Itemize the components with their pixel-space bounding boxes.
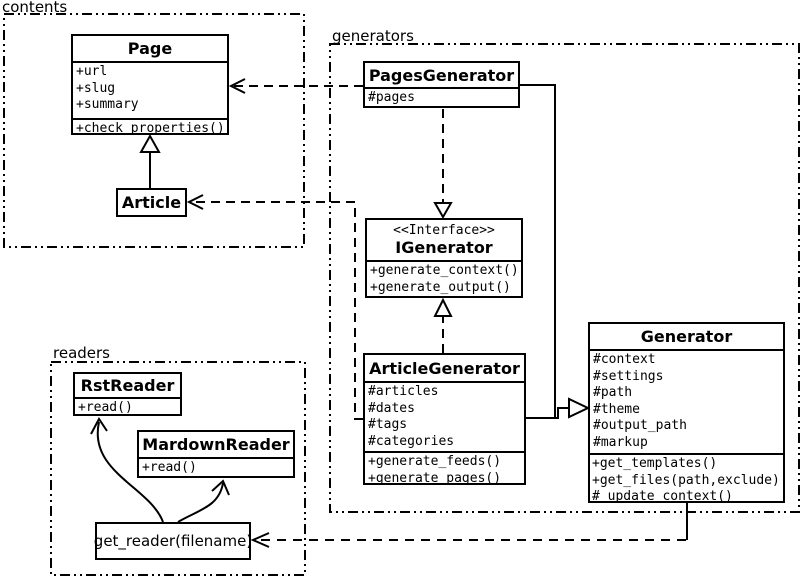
class-page: Page +url +slug +summary +check_properti… [71, 34, 229, 135]
method: +check_properties() [76, 121, 225, 133]
class-generator: Generator #context #settings #path #them… [588, 322, 785, 503]
attribute: #context [593, 352, 656, 367]
class-rstreader-methods: +read() [75, 397, 180, 414]
class-rstreader: RstReader +read() [73, 372, 182, 416]
dependency-articlegenerator-article-arrowhead-icon [186, 194, 204, 210]
class-mardownreader: MardownReader +read() [137, 430, 295, 478]
attribute: #pages [368, 90, 415, 105]
class-mardownreader-title: MardownReader [142, 435, 290, 454]
method: +read() [78, 400, 133, 414]
class-igenerator-stereotype: <<Interface>> [393, 223, 495, 238]
package-label-contents: contents [2, 0, 68, 16]
attribute: #markup [593, 434, 648, 450]
package-label-readers: readers [53, 344, 110, 362]
attribute: #output_path [593, 418, 687, 433]
method: +read() [142, 460, 197, 475]
dependency-articlegenerator-article-line [191, 201, 363, 420]
class-generator-methods: +get_templates() +get_files(path,exclude… [590, 453, 783, 501]
method: +generate_context() [370, 263, 519, 278]
method: +get_templates() [592, 456, 718, 471]
attribute: #categories [368, 433, 455, 449]
attribute: #articles [368, 384, 439, 399]
attribute: +summary [76, 97, 139, 112]
class-page-methods: +check_properties() [73, 118, 227, 133]
arrow-getreader-mardownreader-curve [177, 482, 224, 523]
class-generator-title: Generator [640, 327, 733, 346]
attribute: +slug [76, 80, 116, 96]
class-articlegenerator: ArticleGenerator #articles #dates #tags … [363, 353, 526, 485]
class-igenerator-header: <<Interface>> IGenerator [367, 220, 521, 260]
inheritance-generator-triangle-icon [568, 397, 591, 419]
node-get-reader: get_reader(filename) [93, 522, 253, 560]
arrow-getreader-rstreader-arrowhead-icon [90, 417, 108, 435]
attribute: #tags [368, 417, 408, 432]
method: #_update_context() [592, 489, 733, 501]
attribute: +url [76, 64, 108, 79]
class-mardownreader-methods: +read() [139, 457, 293, 476]
class-articlegenerator-methods: +generate_feeds() +generate_pages() [365, 451, 524, 483]
dependency-generator-getreader-arrowhead-icon [250, 532, 270, 548]
class-pagesgenerator-attributes: #pages [365, 87, 518, 106]
attribute: #theme [593, 401, 640, 417]
class-generator-attributes: #context #settings #path #theme #output_… [590, 349, 783, 453]
class-article: Article [116, 188, 187, 217]
attribute: #dates [368, 400, 415, 416]
attribute: #path [593, 385, 633, 400]
method: +generate_feeds() [368, 454, 502, 469]
class-rstreader-title: RstReader [80, 376, 175, 395]
class-igenerator: <<Interface>> IGenerator +generate_conte… [365, 218, 523, 298]
package-label-generators: generators [332, 27, 414, 45]
class-article-title: Article [121, 193, 182, 212]
method: +generate_pages() [368, 470, 502, 484]
method: +get_files(path,exclude) [592, 472, 780, 488]
node-get-reader-label: get_reader(filename) [93, 532, 253, 550]
dependency-pagesgenerator-page-arrowhead-icon [228, 78, 246, 94]
method: +generate_output() [370, 279, 511, 295]
class-articlegenerator-attributes: #articles #dates #tags #categories [365, 381, 524, 451]
inheritance-articlegenerator-generator-line [555, 407, 569, 419]
class-articlegenerator-title: ArticleGenerator [369, 358, 520, 378]
realization-pagesgenerator-igenerator-triangle-icon [433, 202, 453, 220]
class-igenerator-title: IGenerator [395, 238, 493, 257]
class-igenerator-methods: +generate_context() +generate_output() [367, 260, 521, 296]
realization-articlegenerator-igenerator-triangle-icon [433, 297, 453, 317]
class-pagesgenerator-title: PagesGenerator [368, 65, 515, 85]
class-page-attributes: +url +slug +summary [73, 61, 227, 118]
attribute: #settings [593, 368, 664, 384]
class-pagesgenerator: PagesGenerator #pages [363, 61, 520, 108]
inheritance-article-page-triangle-icon [139, 133, 161, 153]
arrow-getreader-mardownreader-arrowhead-icon [211, 479, 230, 496]
class-page-title: Page [127, 39, 173, 58]
